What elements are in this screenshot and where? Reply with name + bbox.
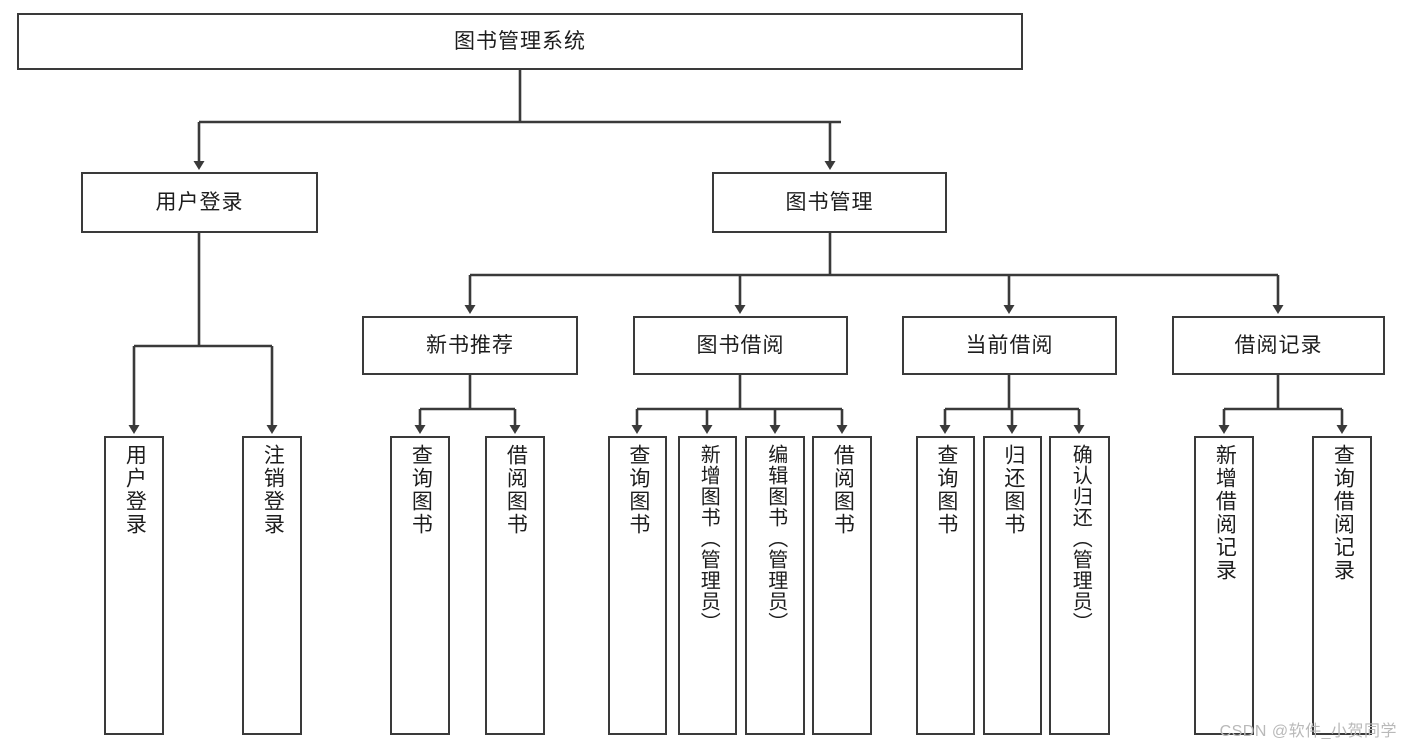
connector-root-to-level2 xyxy=(193,70,841,170)
node-leaf-query-book-3[interactable]: 查询图书 xyxy=(916,436,975,735)
node-leaf-query-book-3-label: 查询图书 xyxy=(934,444,958,536)
node-leaf-edit-book-label: 编辑图书（管理员） xyxy=(764,444,787,633)
node-new-book-rec-label: 新书推荐 xyxy=(426,333,514,357)
node-leaf-query-book-2-label: 查询图书 xyxy=(626,444,650,536)
node-leaf-return-book[interactable]: 归还图书 xyxy=(983,436,1042,735)
node-leaf-add-record-label: 新增借阅记录 xyxy=(1213,444,1237,582)
connector-currentborrow-to-leaves xyxy=(939,375,1085,434)
node-root[interactable]: 图书管理系统 xyxy=(17,13,1023,70)
node-book-borrow-label: 图书借阅 xyxy=(696,333,785,357)
node-book-manage-label: 图书管理 xyxy=(785,190,874,214)
connector-bookmanage-to-level3 xyxy=(464,233,1284,314)
node-leaf-borrow-book-1-label: 借阅图书 xyxy=(504,444,528,536)
node-borrow-record[interactable]: 借阅记录 xyxy=(1172,316,1385,375)
node-new-book-rec[interactable]: 新书推荐 xyxy=(362,316,578,375)
node-leaf-return-book-label: 归还图书 xyxy=(1001,444,1025,536)
node-current-borrow-label: 当前借阅 xyxy=(965,333,1054,357)
node-leaf-query-book-1-label: 查询图书 xyxy=(409,444,433,536)
connector-userlogin-to-leaves xyxy=(128,233,278,434)
node-leaf-query-record[interactable]: 查询借阅记录 xyxy=(1312,436,1372,735)
node-leaf-add-book[interactable]: 新增图书（管理员） xyxy=(678,436,737,735)
node-leaf-borrow-book-2[interactable]: 借阅图书 xyxy=(812,436,872,735)
node-current-borrow[interactable]: 当前借阅 xyxy=(902,316,1117,375)
node-leaf-confirm-return[interactable]: 确认归还（管理员） xyxy=(1049,436,1110,735)
node-user-login[interactable]: 用户登录 xyxy=(81,172,318,233)
csdn-watermark: CSDN @软件_小贺同学 xyxy=(1219,723,1397,740)
node-leaf-add-record[interactable]: 新增借阅记录 xyxy=(1194,436,1254,735)
node-leaf-logout[interactable]: 注销登录 xyxy=(242,436,302,735)
node-book-borrow[interactable]: 图书借阅 xyxy=(633,316,848,375)
connector-bookborrow-to-leaves xyxy=(631,375,848,434)
node-leaf-query-book-2[interactable]: 查询图书 xyxy=(608,436,667,735)
node-root-label: 图书管理系统 xyxy=(454,29,586,53)
node-leaf-user-login[interactable]: 用户登录 xyxy=(104,436,164,735)
node-leaf-confirm-return-label: 确认归还（管理员） xyxy=(1069,444,1092,633)
node-borrow-record-label: 借阅记录 xyxy=(1234,333,1323,357)
connector-newbook-to-leaves xyxy=(414,375,521,434)
node-leaf-user-login-label: 用户登录 xyxy=(123,444,147,536)
node-leaf-edit-book[interactable]: 编辑图书（管理员） xyxy=(745,436,805,735)
node-leaf-borrow-book-2-label: 借阅图书 xyxy=(831,444,855,536)
connector-borrowrecord-to-leaves xyxy=(1218,375,1348,434)
node-leaf-query-record-label: 查询借阅记录 xyxy=(1331,444,1355,582)
node-leaf-add-book-label: 新增图书（管理员） xyxy=(697,444,720,633)
node-user-login-label: 用户登录 xyxy=(155,190,244,214)
node-leaf-logout-label: 注销登录 xyxy=(261,444,285,536)
node-book-manage[interactable]: 图书管理 xyxy=(712,172,947,233)
node-leaf-query-book-1[interactable]: 查询图书 xyxy=(390,436,450,735)
node-leaf-borrow-book-1[interactable]: 借阅图书 xyxy=(485,436,545,735)
